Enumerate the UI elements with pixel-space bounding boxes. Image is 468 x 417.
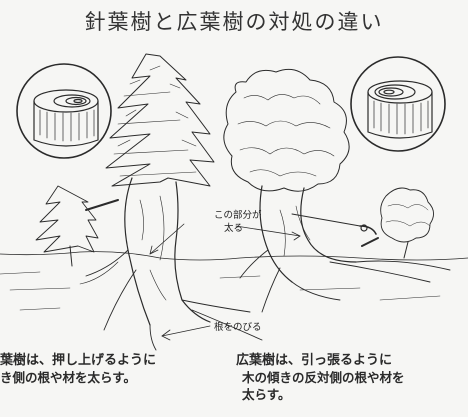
root-growth-note: 根をのびる [214,321,262,333]
figure-title: 針葉樹と広葉樹の対処の違い [84,10,384,34]
ground-line [0,251,468,311]
broadleaf-caption-line1: 広葉樹は、引っ張るように [236,353,393,368]
small-broadleaf [361,187,434,259]
conifer-caption: 葉樹は、押し上げるように き側の根や材を太らす。 [0,352,156,386]
conifer-stump-magnifier [16,63,112,159]
conifer-caption-line2: き側の根や材を太らす。 [0,370,137,385]
annotation-arrows [149,223,301,341]
broadleaf-stump-magnifier [350,56,446,152]
conifer-caption-line1: 葉樹は、押し上げるように [0,353,157,368]
conifer-tree [79,53,263,351]
thick-part-note-line1: この部分が [214,209,262,221]
small-conifer [35,185,119,267]
broadleaf-caption-line3: 太らす。 [242,387,291,402]
broadleaf-caption: 広葉樹は、引っ張るように 木の傾きの反対側の根や材を 太らす。 [236,352,405,403]
broadleaf-tree [223,68,451,313]
thick-part-note-line2: 太る [224,222,243,234]
broadleaf-caption-line2: 木の傾きの反対側の根や材を [242,370,405,385]
